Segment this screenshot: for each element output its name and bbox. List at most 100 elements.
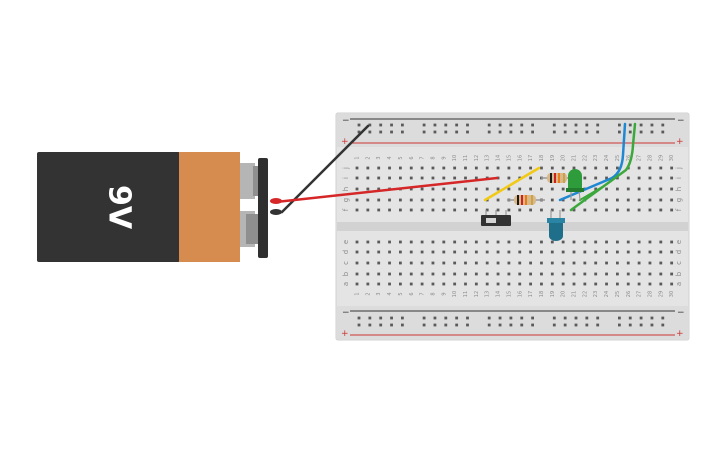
terminal-hole[interactable] <box>637 166 641 170</box>
terminal-hole[interactable] <box>605 176 608 180</box>
terminal-hole[interactable] <box>583 282 587 286</box>
terminal-hole[interactable] <box>594 261 598 265</box>
rail-hole[interactable] <box>487 130 491 134</box>
terminal-hole[interactable] <box>442 176 446 180</box>
rail-hole[interactable] <box>628 316 632 320</box>
terminal-hole[interactable] <box>583 208 587 212</box>
terminal-hole[interactable] <box>659 198 663 202</box>
terminal-hole[interactable] <box>583 272 587 276</box>
terminal-hole[interactable] <box>583 250 587 254</box>
wire-blue[interactable] <box>558 122 627 202</box>
terminal-hole[interactable] <box>637 198 641 202</box>
rail-hole[interactable] <box>639 316 643 320</box>
terminal-hole[interactable] <box>377 250 381 254</box>
terminal-hole[interactable] <box>637 272 641 276</box>
rail-hole[interactable] <box>563 130 567 134</box>
terminal-hole[interactable] <box>637 282 641 286</box>
rail-hole[interactable] <box>520 123 524 127</box>
terminal-hole[interactable] <box>605 240 608 244</box>
terminal-hole[interactable] <box>474 240 478 244</box>
terminal-hole[interactable] <box>377 198 381 202</box>
rail-hole[interactable] <box>390 316 393 320</box>
rail-hole[interactable] <box>455 316 459 320</box>
terminal-hole[interactable] <box>648 208 652 212</box>
terminal-hole[interactable] <box>572 250 576 254</box>
terminal-hole[interactable] <box>442 250 446 254</box>
terminal-hole[interactable] <box>409 166 413 170</box>
terminal-hole[interactable] <box>474 198 478 202</box>
terminal-hole[interactable] <box>453 176 457 180</box>
rail-hole[interactable] <box>596 130 600 134</box>
terminal-hole[interactable] <box>355 176 359 180</box>
terminal-hole[interactable] <box>648 240 652 244</box>
terminal-hole[interactable] <box>670 166 674 170</box>
terminal-hole[interactable] <box>616 250 619 254</box>
battery-connector-clip[interactable] <box>258 158 268 258</box>
terminal-hole[interactable] <box>637 208 641 212</box>
rail-hole[interactable] <box>390 323 393 327</box>
terminal-hole[interactable] <box>507 166 511 170</box>
rail-hole[interactable] <box>401 323 404 327</box>
terminal-hole[interactable] <box>464 208 467 212</box>
terminal-hole[interactable] <box>518 240 522 244</box>
terminal-hole[interactable] <box>648 166 652 170</box>
rail-hole[interactable] <box>368 123 372 127</box>
rail-hole[interactable] <box>628 123 632 127</box>
rail-hole[interactable] <box>509 323 513 327</box>
terminal-hole[interactable] <box>572 198 576 202</box>
wires[interactable] <box>274 122 637 214</box>
terminal-hole[interactable] <box>464 187 467 191</box>
terminal-hole[interactable] <box>594 272 598 276</box>
terminal-hole[interactable] <box>366 208 370 212</box>
terminal-hole[interactable] <box>388 250 391 254</box>
rail-hole[interactable] <box>650 316 654 320</box>
terminal-hole[interactable] <box>550 198 554 202</box>
terminal-hole[interactable] <box>616 261 619 265</box>
terminal-hole[interactable] <box>594 187 598 191</box>
terminal-hole[interactable] <box>626 198 630 202</box>
slide-switch[interactable] <box>481 210 511 226</box>
rail-hole[interactable] <box>455 123 459 127</box>
terminal-hole[interactable] <box>366 166 370 170</box>
terminal-hole[interactable] <box>366 176 370 180</box>
rail-hole[interactable] <box>596 323 600 327</box>
battery-terminal-top[interactable] <box>240 163 255 199</box>
terminal-hole[interactable] <box>366 250 370 254</box>
terminal-hole[interactable] <box>540 240 543 244</box>
wire-yellow[interactable] <box>483 166 541 202</box>
terminal-hole[interactable] <box>431 208 435 212</box>
terminal-hole[interactable] <box>377 187 381 191</box>
terminal-hole[interactable] <box>594 282 598 286</box>
rail-hole[interactable] <box>390 130 393 134</box>
terminal-hole[interactable] <box>507 250 511 254</box>
terminal-hole[interactable] <box>529 261 532 265</box>
terminal-hole[interactable] <box>474 261 478 265</box>
terminal-hole[interactable] <box>464 240 467 244</box>
terminal-hole[interactable] <box>366 240 370 244</box>
rail-hole[interactable] <box>574 130 578 134</box>
terminal-hole[interactable] <box>572 272 576 276</box>
rail-hole[interactable] <box>574 323 578 327</box>
rail-hole[interactable] <box>444 323 448 327</box>
terminal-hole[interactable] <box>464 282 467 286</box>
terminal-hole[interactable] <box>583 176 587 180</box>
rail-hole[interactable] <box>639 123 643 127</box>
terminal-hole[interactable] <box>431 250 435 254</box>
terminal-hole[interactable] <box>550 250 554 254</box>
rail-hole[interactable] <box>422 323 426 327</box>
terminal-hole[interactable] <box>518 166 522 170</box>
battery-9v[interactable]: 9V <box>37 152 282 262</box>
terminal-hole[interactable] <box>540 282 543 286</box>
terminal-hole[interactable] <box>561 208 565 212</box>
rail-hole[interactable] <box>390 123 393 127</box>
terminal-hole[interactable] <box>377 208 381 212</box>
terminal-hole[interactable] <box>377 282 381 286</box>
terminal-hole[interactable] <box>399 282 402 286</box>
terminal-hole[interactable] <box>659 250 663 254</box>
terminal-hole[interactable] <box>453 198 457 202</box>
terminal-hole[interactable] <box>366 261 370 265</box>
terminal-hole[interactable] <box>366 198 370 202</box>
terminal-hole[interactable] <box>496 282 500 286</box>
terminal-hole[interactable] <box>605 208 608 212</box>
terminal-hole[interactable] <box>518 208 522 212</box>
